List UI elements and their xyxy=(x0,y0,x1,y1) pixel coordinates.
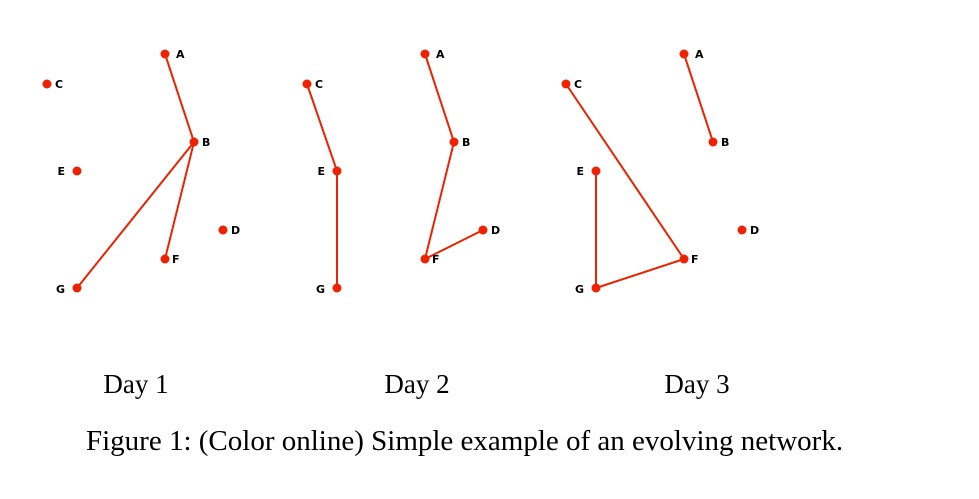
node-e xyxy=(332,166,342,176)
node-label-e: E xyxy=(576,165,584,178)
node-label-a: A xyxy=(436,48,445,61)
node-f xyxy=(160,254,170,264)
edge-c-e xyxy=(306,83,338,172)
node-label-f: F xyxy=(172,253,180,266)
edge-a-b xyxy=(424,53,455,143)
node-g xyxy=(332,283,342,293)
node-label-e: E xyxy=(57,165,65,178)
panel-day-3: A B C D E F G Day 3 xyxy=(561,48,759,399)
panel-day-2: A B C D E F G Day 2 xyxy=(302,48,500,399)
node-e xyxy=(72,166,82,176)
node-g xyxy=(591,283,601,293)
edge-a-b xyxy=(164,53,195,143)
edge-a-b xyxy=(683,53,714,143)
node-b xyxy=(708,137,718,147)
node-label-a: A xyxy=(695,48,704,61)
day-label: Day 1 xyxy=(103,369,168,399)
node-label-a: A xyxy=(176,48,185,61)
node-g xyxy=(72,283,82,293)
network-figure: A B C D E F G Day 1 A B C D E F G Day 2 A B C D E F G Day 3 xyxy=(42,48,759,399)
node-e xyxy=(591,166,601,176)
node-label-d: D xyxy=(750,224,759,237)
node-label-c: C xyxy=(55,78,63,91)
node-label-b: B xyxy=(202,136,210,149)
node-label-g: G xyxy=(316,283,325,296)
node-label-b: B xyxy=(721,136,729,149)
node-c xyxy=(302,79,312,89)
day-label: Day 2 xyxy=(384,369,449,399)
node-c xyxy=(561,79,571,89)
node-label-g: G xyxy=(575,283,584,296)
edge-b-f xyxy=(424,141,455,260)
node-d xyxy=(478,225,488,235)
edge-f-d xyxy=(424,229,484,260)
node-label-b: B xyxy=(462,136,470,149)
edge-b-f xyxy=(164,141,195,260)
node-label-c: C xyxy=(315,78,323,91)
node-b xyxy=(449,137,459,147)
node-label-f: F xyxy=(691,253,699,266)
node-label-d: D xyxy=(491,224,500,237)
day-label: Day 3 xyxy=(664,369,729,399)
edge-c-f xyxy=(565,83,685,260)
figure-caption: Figure 1: (Color online) Simple example … xyxy=(86,425,844,457)
node-d xyxy=(218,225,228,235)
node-a xyxy=(160,49,170,59)
node-label-d: D xyxy=(231,224,240,237)
node-b xyxy=(189,137,199,147)
node-f xyxy=(420,254,430,264)
node-label-e: E xyxy=(317,165,325,178)
node-c xyxy=(42,79,52,89)
edge-b-g xyxy=(76,141,195,289)
node-f xyxy=(679,254,689,264)
panel-day-1: A B C D E F G Day 1 xyxy=(42,48,240,399)
node-a xyxy=(420,49,430,59)
node-d xyxy=(737,225,747,235)
node-label-g: G xyxy=(56,283,65,296)
node-a xyxy=(679,49,689,59)
node-label-f: F xyxy=(432,253,440,266)
node-label-c: C xyxy=(574,78,582,91)
edge-g-f xyxy=(595,258,685,289)
